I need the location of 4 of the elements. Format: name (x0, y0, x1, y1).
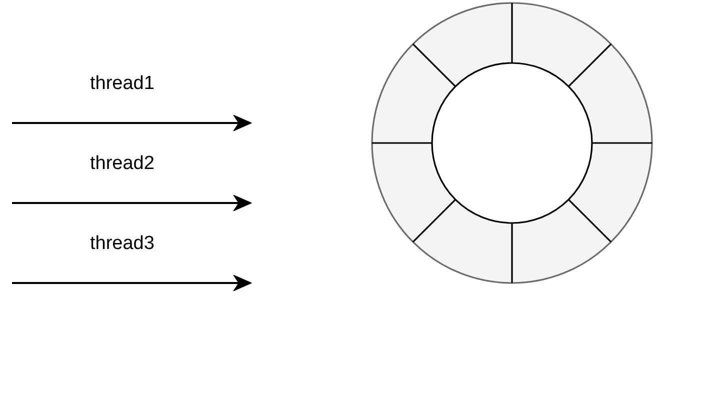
arrow-label: thread3 (90, 233, 154, 255)
arrow-label: thread1 (90, 73, 154, 95)
segmented-ring (371, 2, 653, 284)
arrow-label: thread2 (90, 153, 154, 175)
